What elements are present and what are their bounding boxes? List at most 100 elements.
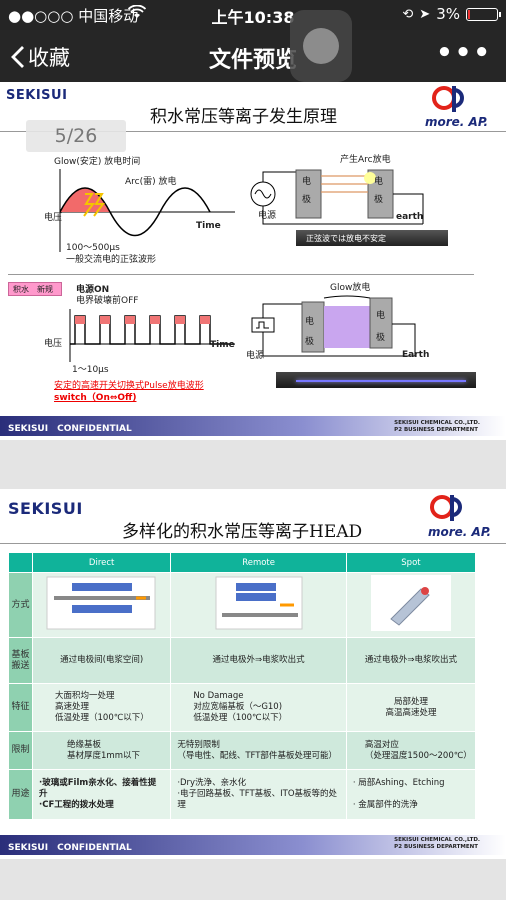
direct-method-diagram (46, 576, 156, 630)
ap-logo-icon (432, 86, 464, 112)
electrode-b-char-4: 极 (376, 333, 386, 343)
table-cell: 通过电极外⇒电浆吹出式 (345, 637, 477, 684)
table-cell: 无特别限制 （导电性、配线、TFT部件基板处理可能） (170, 731, 347, 770)
col-spot: Spot (345, 552, 477, 573)
remote-diagram-cell (170, 572, 347, 638)
time-label-2: Time (210, 340, 235, 350)
location-icon: ➤ (419, 6, 431, 22)
company-line-1: SEKISUI CHEMICAL CO.,LTD. (394, 420, 480, 426)
table-row: 方式 (8, 572, 477, 638)
duration-range-2: 1～10μs (72, 365, 109, 375)
direct-diagram-cell (31, 572, 172, 638)
divider (0, 131, 506, 132)
electrode-a-char: 电 (302, 177, 312, 187)
electrode-b-char: 极 (302, 195, 312, 205)
arc-label: Arc(雷) 放电 (125, 177, 177, 187)
voltage-label: 电压 (44, 213, 63, 223)
table-cell: 高温对应 （处理温度1500～200℃） (345, 731, 477, 770)
power-source-label-2: 电源 (246, 351, 265, 361)
sine-wave-diagram (59, 169, 235, 252)
electrode-a-char-3: 电 (305, 317, 315, 327)
table-cell: ·Dry洗浄、亲水化 ·电子回路基板、TFT基板、ITO基板等的处理 (170, 769, 347, 820)
spot-diagram-cell (345, 572, 477, 638)
company-line-2: P2 BUSINESS DEPARTMENT (394, 427, 478, 433)
company-info: SEKISUI CHEMICAL CO.,LTD. P2 BUSINESS DE… (394, 420, 480, 434)
navigation-bar: 收藏 文件预览 ••• (0, 30, 506, 82)
table-row: 限制 绝缘基板 基材厚度1mm以下 无特别限制 （导电性、配线、TFT部件基板处… (8, 731, 477, 770)
duration-range: 100～500μs (66, 243, 120, 253)
row-header: 特征 (8, 683, 33, 732)
status-bar: ●●○○○ 中国移动 上午10:38 ⟲ ➤ 3% (0, 0, 506, 30)
more-options-button[interactable]: ••• (436, 38, 492, 68)
power-source-label: 电源 (258, 211, 277, 221)
slide-title: 积水常压等离子发生原理 (150, 107, 337, 127)
page-title: 文件预览 (208, 48, 297, 73)
table-cell: ·玻璃或Film亲水化、接着性提升 ·CF工程的拨水处理 (31, 769, 172, 820)
chevron-left-icon (11, 46, 24, 68)
confidential-bar: SEKISUI CONFIDENTIAL (0, 416, 506, 436)
arc-electrode-diagram (250, 169, 424, 225)
arc-generation-label: 产生Arc放电 (340, 155, 391, 165)
row-header: 方式 (8, 572, 33, 638)
table-cell: No Damage 对应宽幅基板（～G10) 低温处理（100℃以下） (170, 683, 347, 732)
row-header: 限制 (8, 731, 33, 770)
page-indicator: 5/26 (26, 120, 126, 152)
brand-tagline: more. AP. (428, 525, 492, 539)
glow-electrode-diagram (251, 295, 416, 357)
sekisui-new-tag: 积水 新规 (8, 282, 62, 296)
sekisui-logo: SEKISUI (8, 499, 83, 518)
earth-label: earth (396, 212, 424, 222)
switch-note: switch（On⇔Off) (54, 393, 137, 403)
time-label: Time (196, 221, 221, 231)
slide-1: SEKISUI 积水常压等离子发生原理 more. AP. Glow(安定) 放… (0, 82, 506, 440)
table-row: 特征 大面积均一处理 高速处理 低温处理（100℃以下） No Damage 对… (8, 683, 477, 732)
clock: 上午10:38 (211, 8, 295, 27)
ap-logo-icon (430, 495, 462, 521)
divider (0, 543, 506, 544)
col-remote: Remote (170, 552, 347, 573)
head-comparison-table: Direct Remote Spot 方式 (8, 552, 477, 820)
power-on-label: 电源ON (76, 285, 110, 295)
confidential-bar: SEKISUI CONFIDENTIAL (0, 835, 506, 855)
table-cell: 局部处理 高温高速处理 (345, 683, 477, 732)
table-cell: 通过电极外⇒电浆吹出式 (170, 637, 347, 684)
ac-waveform-label: 一般交流电的正弦波形 (66, 255, 157, 265)
unstable-note: 正弦波では放电不安定 (296, 230, 448, 246)
glow-discharge-label: Glow放电 (330, 283, 371, 293)
table-row: 基板搬送 通过电极间(电浆空间) 通过电极外⇒电浆吹出式 通过电极外⇒电浆吹出式 (8, 637, 477, 684)
slide-title: 多样化的积水常压等离子HEAD (122, 522, 363, 542)
glow-label: Glow(安定) 放电时间 (54, 157, 141, 167)
earth-label-2: Earth (402, 350, 430, 360)
table-cell: · 局部Ashing、Etching · 金属部件的洗浄 (345, 769, 477, 820)
table-cell: 通过电极间(电浆空间) (31, 637, 172, 684)
slide-2: SEKISUI 多样化的积水常压等离子HEAD more. AP. Direct… (0, 489, 506, 859)
assistive-touch-button[interactable] (290, 10, 352, 82)
carrier-label: ●●○○○ 中国移动 (8, 7, 139, 25)
rotation-lock-icon: ⟲ (402, 6, 414, 22)
power-off-label: 电界破壊前OFF (76, 296, 139, 306)
pulse-wave-diagram (69, 309, 235, 362)
electrode-a-char-4: 电 (376, 311, 386, 321)
voltage-label-2: 电压 (44, 339, 63, 349)
battery-icon (466, 7, 501, 21)
battery-percent: 3% (436, 5, 460, 23)
brand-tagline: more. AP. (425, 115, 489, 129)
electrode-a-char-right: 电 (374, 177, 384, 187)
company-line-1: SEKISUI CHEMICAL CO.,LTD. (394, 837, 480, 843)
row-header: 基板搬送 (8, 637, 33, 684)
back-button[interactable]: 收藏 (10, 42, 70, 72)
company-info: SEKISUI CHEMICAL CO.,LTD. P2 BUSINESS DE… (394, 837, 480, 851)
col-direct: Direct (31, 552, 172, 573)
electrode-b-char-3: 极 (305, 337, 315, 347)
electrode-b-char-right: 极 (374, 195, 384, 205)
remote-method-diagram (215, 576, 303, 630)
wifi-icon (127, 4, 147, 23)
divider (8, 274, 474, 275)
glow-photo (276, 372, 476, 388)
sekisui-logo: SEKISUI (6, 88, 68, 103)
back-label: 收藏 (28, 46, 70, 70)
table-cell: 大面积均一处理 高速处理 低温处理（100℃以下） (31, 683, 172, 732)
row-header: 用途 (8, 769, 33, 820)
company-line-2: P2 BUSINESS DEPARTMENT (394, 844, 478, 850)
table-cell: 绝缘基板 基材厚度1mm以下 (31, 731, 172, 770)
